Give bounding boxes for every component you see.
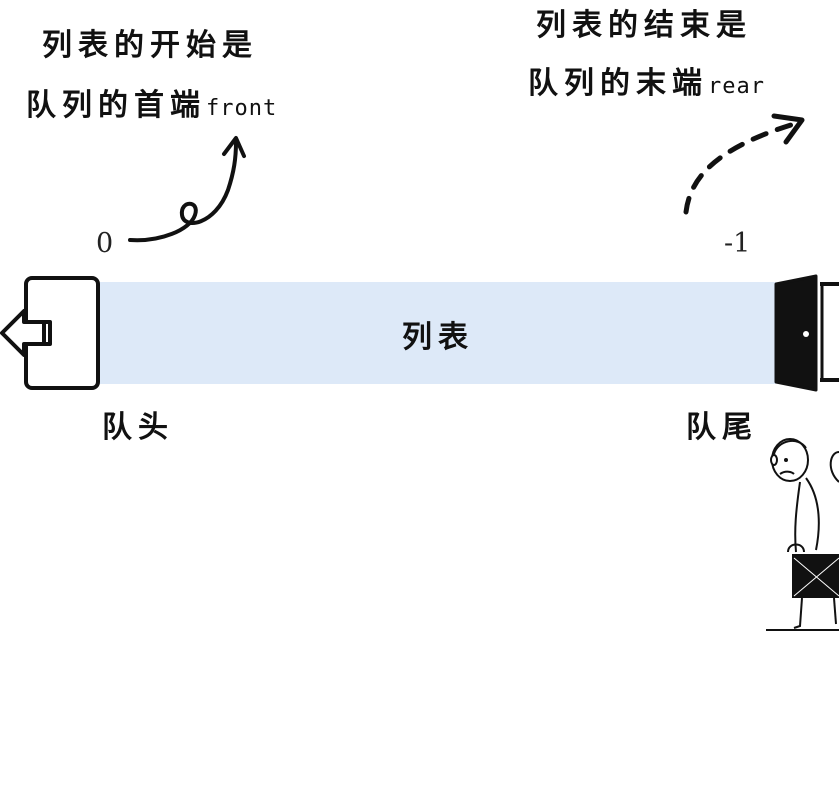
queue-head-label: 队头 xyxy=(102,410,174,445)
entrance-door-icon xyxy=(774,274,839,392)
rear-note-line2: 队列的末端rear xyxy=(528,58,765,102)
list-bar: 列表 xyxy=(100,282,776,384)
dashed-arrow xyxy=(683,113,805,215)
rear-note-line1: 列表的结束是 xyxy=(536,8,752,43)
rear-note-line2-text: 队列的末端 xyxy=(528,66,708,101)
rear-note-term: rear xyxy=(708,74,765,99)
person-with-briefcase-illustration xyxy=(766,438,839,631)
index-end-label: -1 xyxy=(724,228,751,259)
curly-arrow xyxy=(128,136,246,243)
front-note-line1: 列表的开始是 xyxy=(42,28,258,63)
index-start-label: 0 xyxy=(96,228,114,259)
front-note-term: front xyxy=(206,96,278,121)
list-label: 列表 xyxy=(402,320,474,355)
exit-door-icon xyxy=(0,276,100,390)
queue-tail-label: 队尾 xyxy=(686,410,758,445)
front-note-line2-text: 队列的首端 xyxy=(26,88,206,123)
front-note-line2: 队列的首端front xyxy=(26,80,277,124)
